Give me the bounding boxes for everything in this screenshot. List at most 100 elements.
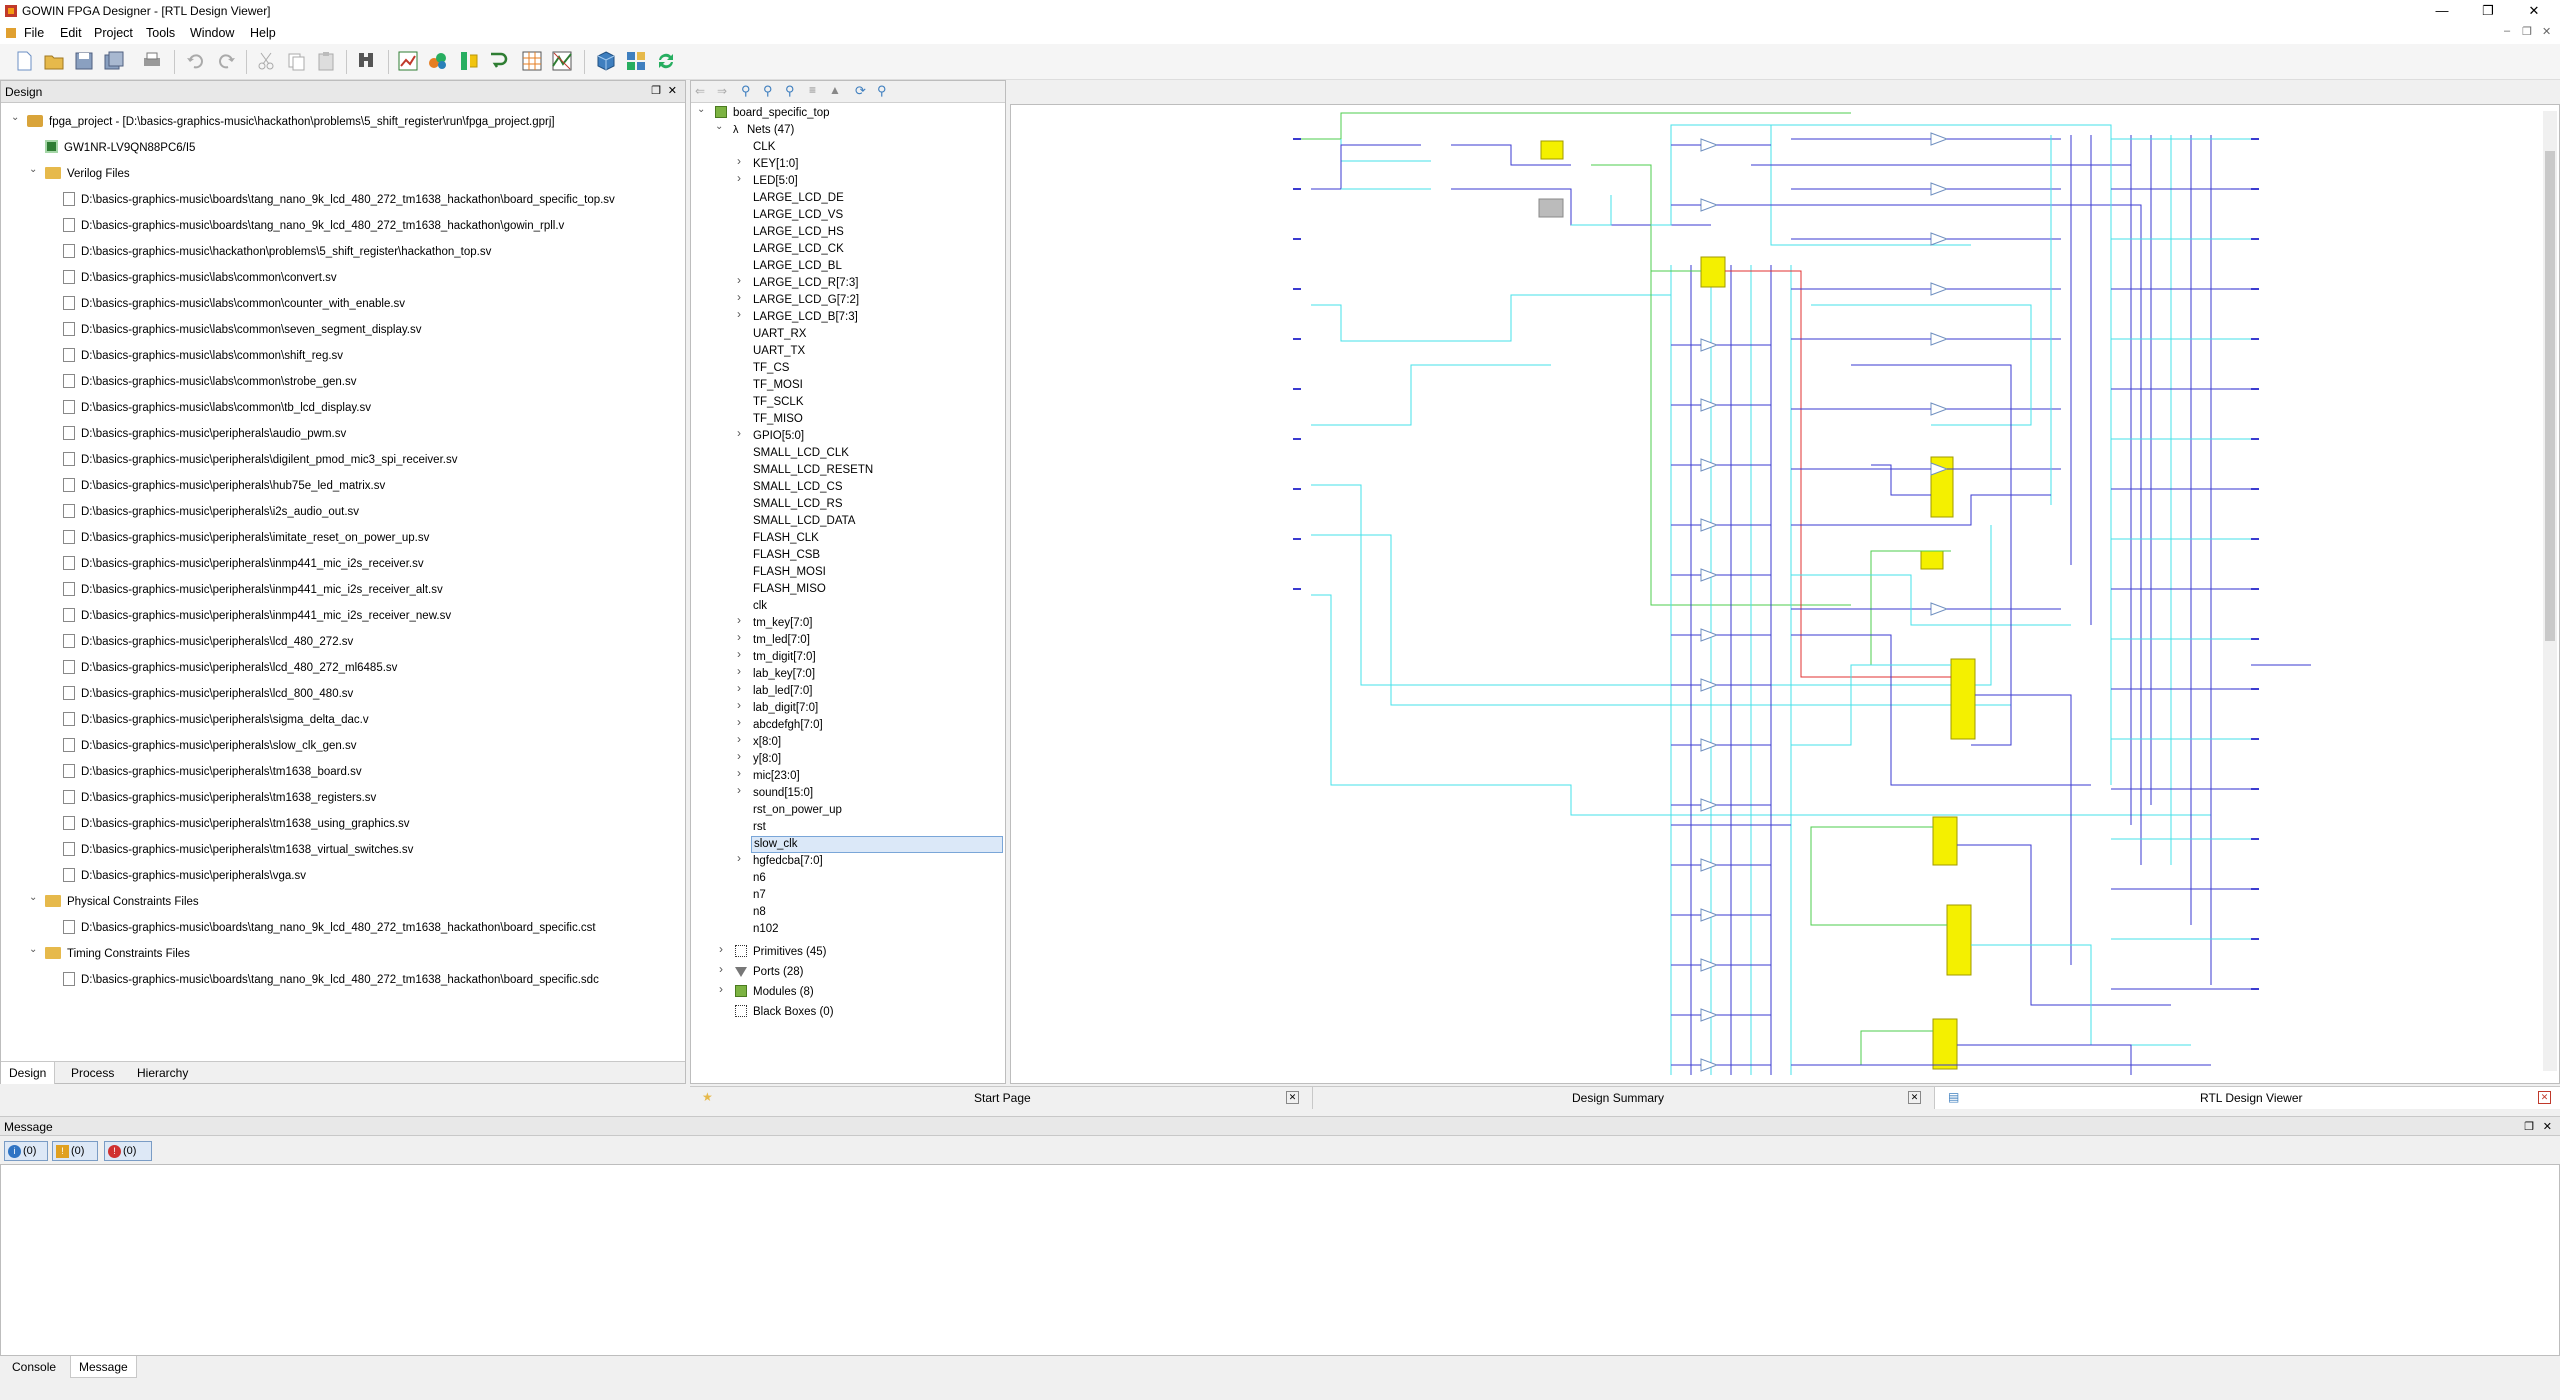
menu-help[interactable]: Help <box>250 26 276 40</box>
expand-chevron-icon[interactable]: › <box>737 851 741 865</box>
net-item[interactable]: LARGE_LCD_CK <box>753 241 844 258</box>
expand-chevron-icon[interactable]: ⌄ <box>697 104 706 115</box>
menu-window[interactable]: Window <box>190 26 235 40</box>
expand-chevron-icon[interactable]: ⌄ <box>29 892 38 903</box>
save-all-icon[interactable] <box>102 49 126 73</box>
tree-file[interactable]: D:\basics-graphics-music\labs\common\tb_… <box>63 397 371 419</box>
net-item[interactable]: FLASH_MOSI <box>753 564 826 581</box>
expand-chevron-icon[interactable]: › <box>737 630 741 644</box>
refresh-design-icon[interactable] <box>486 49 510 73</box>
find-icon[interactable] <box>354 49 378 73</box>
new-file-icon[interactable] <box>12 49 36 73</box>
tree-file[interactable]: D:\basics-graphics-music\labs\common\cou… <box>63 293 405 315</box>
net-tree-group[interactable]: Black Boxes (0) <box>735 1004 834 1021</box>
tree-file[interactable]: D:\basics-graphics-music\peripherals\imi… <box>63 527 429 549</box>
expand-chevron-icon[interactable]: › <box>737 681 741 695</box>
expand-chevron-icon[interactable]: › <box>719 942 723 956</box>
tree-file[interactable]: D:\basics-graphics-music\peripherals\inm… <box>63 605 451 627</box>
zoom-fit-icon[interactable]: ⚲ <box>785 83 795 98</box>
tab-console[interactable]: Console <box>12 1360 57 1374</box>
paste-icon[interactable] <box>314 49 338 73</box>
net-item[interactable]: ›LED[5:0] <box>737 171 798 190</box>
tree-folder-timing[interactable]: ⌄Timing Constraints Files <box>29 943 190 965</box>
net-item[interactable]: ›LARGE_LCD_R[7:3] <box>737 273 858 292</box>
net-item[interactable]: ›tm_digit[7:0] <box>737 647 816 666</box>
tree-folder-verilog[interactable]: ⌄Verilog Files <box>29 163 130 185</box>
net-item[interactable]: ›x[8:0] <box>737 732 781 751</box>
net-item[interactable]: FLASH_CSB <box>753 547 820 564</box>
print-icon[interactable] <box>140 49 164 73</box>
tree-file[interactable]: D:\basics-graphics-music\peripherals\tm1… <box>63 761 362 783</box>
expand-chevron-icon[interactable]: › <box>737 613 741 627</box>
net-item[interactable]: n102 <box>753 921 779 938</box>
info-filter-button[interactable]: i(0) <box>4 1141 48 1161</box>
net-item[interactable]: ›sound[15:0] <box>737 783 813 802</box>
net-item[interactable]: FLASH_MISO <box>753 581 826 598</box>
zoom-in-icon[interactable]: ⚲ <box>741 83 751 98</box>
close-message-icon[interactable]: ✕ <box>2542 1121 2552 1133</box>
net-item[interactable]: slow_clk <box>751 836 1003 853</box>
tab-start-page[interactable]: Start Page <box>974 1091 1031 1105</box>
tab-process[interactable]: Process <box>71 1066 115 1080</box>
zoom-out-icon[interactable]: ⚲ <box>763 83 773 98</box>
tab-message[interactable]: Message <box>70 1356 137 1378</box>
tree-file[interactable]: D:\basics-graphics-music\labs\common\shi… <box>63 345 343 367</box>
tab-rtl-design-viewer[interactable]: RTL Design Viewer <box>2200 1091 2303 1105</box>
expand-chevron-icon[interactable]: › <box>719 982 723 996</box>
net-item[interactable]: SMALL_LCD_DATA <box>753 513 855 530</box>
expand-chevron-icon[interactable]: › <box>737 273 741 287</box>
net-item[interactable]: ›lab_digit[7:0] <box>737 698 818 717</box>
tree-file[interactable]: D:\basics-graphics-music\peripherals\aud… <box>63 423 346 445</box>
mdi-restore-icon[interactable]: ❐ <box>2522 26 2532 38</box>
warning-filter-button[interactable]: !(0) <box>52 1141 98 1161</box>
net-item[interactable]: LARGE_LCD_VS <box>753 207 843 224</box>
mdi-close-icon[interactable]: ✕ <box>2542 26 2552 38</box>
up-level-icon[interactable]: ▲ <box>829 83 841 97</box>
search-icon[interactable]: ⚲ <box>877 83 887 98</box>
tree-file[interactable]: D:\basics-graphics-music\peripherals\inm… <box>63 553 424 575</box>
tree-project[interactable]: ⌄fpga_project - [D:\basics-graphics-musi… <box>11 111 555 133</box>
tree-folder-physical[interactable]: ⌄Physical Constraints Files <box>29 891 199 913</box>
net-item[interactable]: n6 <box>753 870 766 887</box>
expand-chevron-icon[interactable]: › <box>737 290 741 304</box>
restore-button[interactable]: ❐ <box>2482 3 2494 18</box>
tree-device[interactable]: GW1NR-LV9QN88PC6/I5 <box>45 137 195 159</box>
expand-chevron-icon[interactable]: › <box>737 698 741 712</box>
net-item[interactable]: ›LARGE_LCD_G[7:2] <box>737 290 859 309</box>
expand-chevron-icon[interactable]: ⌄ <box>29 164 38 175</box>
expand-chevron-icon[interactable]: › <box>719 962 723 976</box>
window-menu-icon[interactable] <box>4 25 18 41</box>
tree-file[interactable]: D:\basics-graphics-music\peripherals\tm1… <box>63 813 410 835</box>
expand-chevron-icon[interactable]: › <box>737 664 741 678</box>
net-item[interactable]: ›y[8:0] <box>737 749 781 768</box>
tab-hierarchy[interactable]: Hierarchy <box>137 1066 189 1080</box>
tree-file[interactable]: D:\basics-graphics-music\peripherals\i2s… <box>63 501 359 523</box>
menu-tools[interactable]: Tools <box>146 26 176 40</box>
net-item[interactable]: SMALL_LCD_RS <box>753 496 842 513</box>
net-item[interactable]: ›LARGE_LCD_B[7:3] <box>737 307 858 326</box>
tree-file[interactable]: D:\basics-graphics-music\boards\tang_nan… <box>63 189 615 211</box>
close-design-summary-icon[interactable]: ✕ <box>1908 1091 1921 1104</box>
net-item[interactable]: TF_SCLK <box>753 394 804 411</box>
net-item[interactable]: ›tm_led[7:0] <box>737 630 810 649</box>
net-item[interactable]: ›tm_key[7:0] <box>737 613 812 632</box>
net-item[interactable]: ›KEY[1:0] <box>737 154 798 173</box>
tree-file[interactable]: D:\basics-graphics-music\labs\common\con… <box>63 267 337 289</box>
net-item[interactable]: SMALL_LCD_CS <box>753 479 842 496</box>
close-start-page-icon[interactable]: ✕ <box>1286 1091 1299 1104</box>
close-panel-icon[interactable]: ✕ <box>667 85 677 97</box>
close-rtl-viewer-icon[interactable]: ✕ <box>2538 1091 2551 1104</box>
tree-file[interactable]: D:\basics-graphics-music\peripherals\inm… <box>63 579 443 601</box>
expand-chevron-icon[interactable]: › <box>737 426 741 440</box>
minimize-button[interactable]: — <box>2435 3 2449 18</box>
close-window-button[interactable]: ✕ <box>2528 3 2540 18</box>
open-folder-icon[interactable] <box>42 49 66 73</box>
net-item[interactable]: TF_MOSI <box>753 377 803 394</box>
tree-file[interactable]: D:\basics-graphics-music\peripherals\lcd… <box>63 631 353 653</box>
menu-project[interactable]: Project <box>94 26 133 40</box>
net-item[interactable]: LARGE_LCD_DE <box>753 190 844 207</box>
net-item[interactable]: ›lab_led[7:0] <box>737 681 812 700</box>
expand-chevron-icon[interactable]: › <box>737 766 741 780</box>
net-item[interactable]: ›mic[23:0] <box>737 766 800 785</box>
expand-chevron-icon[interactable]: › <box>737 647 741 661</box>
